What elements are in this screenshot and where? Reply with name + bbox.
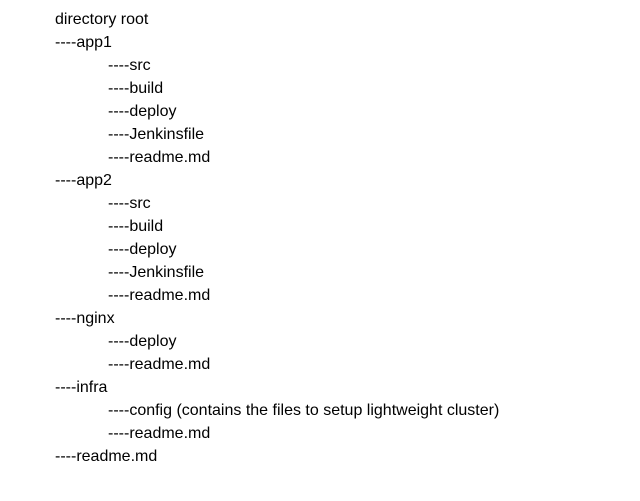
tree-line-app2-deploy: ----deploy <box>108 241 177 258</box>
tree-line-nginx: ----nginx <box>55 310 115 327</box>
tree-line-app1: ----app1 <box>55 34 112 51</box>
tree-line-app2-readme: ----readme.md <box>108 287 211 304</box>
tree-line-app1-src: ----src <box>108 57 151 74</box>
tree-line-app2-build: ----build <box>108 218 164 235</box>
tree-line-nginx-deploy: ----deploy <box>108 333 177 350</box>
tree-line-nginx-readme: ----readme.md <box>108 356 211 373</box>
tree-line-app1-readme: ----readme.md <box>108 149 211 166</box>
tree-line-app2: ----app2 <box>55 172 112 189</box>
tree-line-app1-jenkinsfile: ----Jenkinsfile <box>108 126 205 143</box>
tree-line-infra-config: ----config (contains the files to setup … <box>108 402 500 419</box>
tree-line-directory-root: directory root <box>55 11 149 28</box>
tree-line-app1-deploy: ----deploy <box>108 103 177 120</box>
tree-line-infra: ----infra <box>55 379 108 396</box>
tree-line-app1-build: ----build <box>108 80 164 97</box>
tree-line-app2-jenkinsfile: ----Jenkinsfile <box>108 264 205 281</box>
tree-line-app2-src: ----src <box>108 195 151 212</box>
tree-line-root-readme: ----readme.md <box>55 448 158 465</box>
tree-line-infra-readme: ----readme.md <box>108 425 211 442</box>
